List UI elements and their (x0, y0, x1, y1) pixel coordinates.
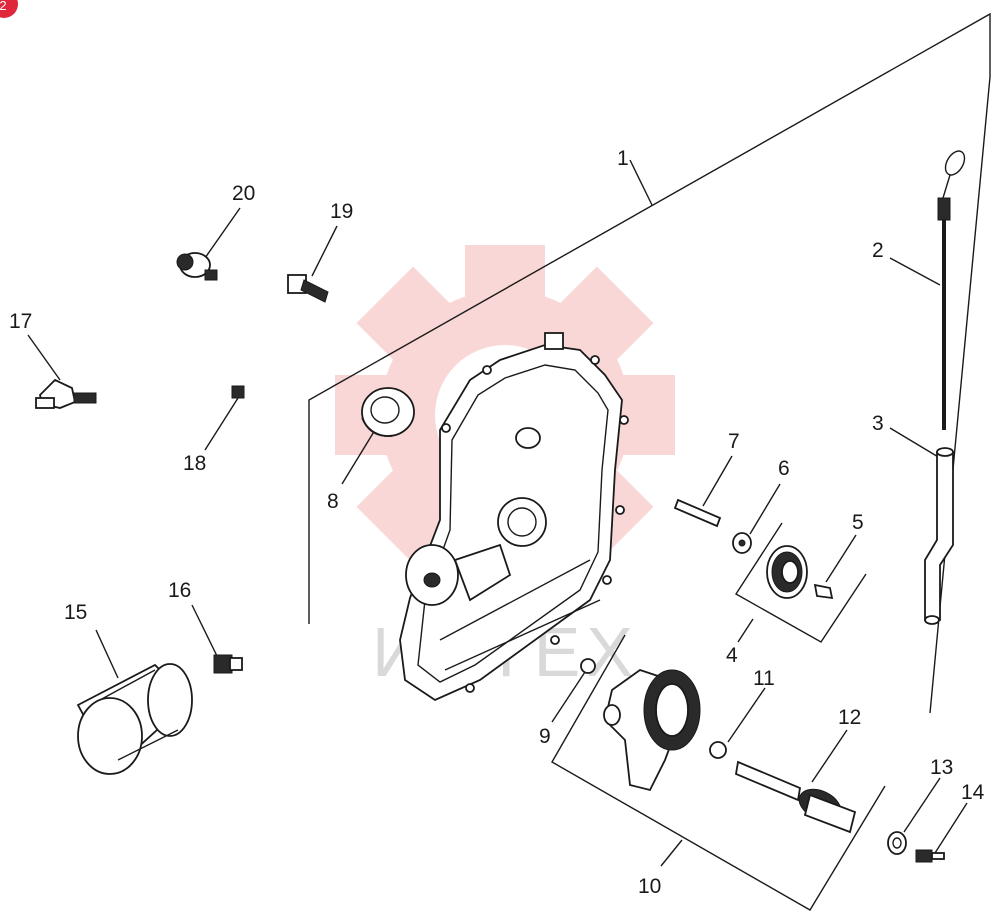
callout-6: 6 (778, 457, 790, 480)
elbow-fitting-part (35, 378, 97, 409)
callout-20: 20 (232, 182, 255, 205)
bolt-part-5 (813, 583, 834, 600)
page-badge: 2 (0, 0, 18, 18)
badge-text: 2 (0, 0, 7, 13)
assembly-bracket-4 (735, 522, 867, 643)
gear-part-4 (766, 545, 808, 599)
oil-pump-part (603, 669, 701, 792)
callout-labels: 1 2 3 4 5 6 7 8 9 10 11 12 13 14 15 16 1… (9, 147, 985, 898)
pin-part (673, 498, 722, 528)
callout-19: 19 (330, 200, 353, 223)
oil-seal-part (361, 387, 415, 437)
o-ring-part-9 (580, 658, 596, 674)
callout-18: 18 (183, 452, 206, 475)
callout-13: 13 (930, 756, 953, 779)
dipstick-tube-part (924, 447, 954, 625)
callout-9: 9 (539, 725, 551, 748)
crankcase-cover-part (399, 332, 629, 702)
bolt-part-14 (915, 849, 945, 863)
callout-11: 11 (753, 667, 775, 690)
washer-part-13 (887, 831, 907, 855)
callout-1: 1 (617, 147, 629, 170)
callout-17: 17 (9, 310, 32, 333)
badge-circle (0, 0, 18, 18)
callout-8: 8 (327, 490, 339, 513)
dipstick-part (937, 150, 966, 430)
assembly-bracket-1 (308, 12, 991, 714)
callout-12: 12 (838, 706, 861, 729)
callout-4: 4 (726, 644, 738, 667)
callout-3: 3 (872, 412, 884, 435)
callout-2: 2 (872, 239, 884, 262)
callout-7: 7 (728, 430, 740, 453)
callout-5: 5 (852, 511, 864, 534)
callout-16: 16 (168, 579, 191, 602)
drain-plug-part (213, 654, 243, 674)
washer-part-6 (732, 532, 752, 554)
assembly-bracket-10 (551, 634, 886, 911)
callout-10: 10 (638, 875, 661, 898)
callout-14: 14 (961, 781, 985, 804)
callout-15: 15 (64, 601, 87, 624)
nut-part-18 (231, 385, 245, 399)
bolt-part-19 (287, 274, 329, 303)
pump-shaft-part (734, 760, 857, 834)
o-ring-part-11 (709, 741, 727, 759)
oil-filter-part (76, 663, 193, 775)
leader-lines (27, 207, 968, 854)
sensor-part-20 (176, 252, 218, 281)
